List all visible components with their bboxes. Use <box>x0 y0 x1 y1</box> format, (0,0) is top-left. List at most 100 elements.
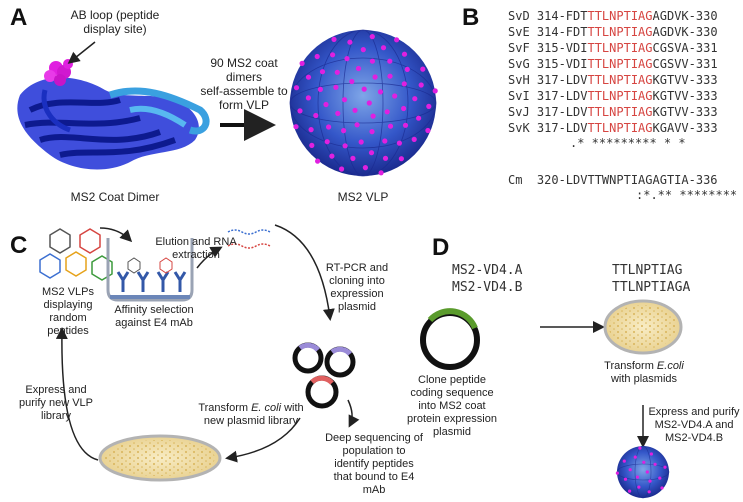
row-suffix: KGAVV-333 <box>652 121 718 135</box>
petri-dish-transform <box>603 299 683 355</box>
peptide-dot <box>420 66 426 72</box>
peptide-dot <box>401 105 407 112</box>
panel-label-a: A <box>10 4 28 31</box>
peptide-dot <box>377 89 384 95</box>
peptide-dot <box>615 471 620 475</box>
row-motif: TTLNPTIAG <box>587 73 653 87</box>
peptide-dot <box>425 127 431 134</box>
row-prefix: SvJ 317-LDV <box>508 105 588 119</box>
express-purify-label: Express and purify MS2-VD4.A and MS2-VD4… <box>648 406 740 444</box>
peptide-dot <box>324 139 330 145</box>
peptide-dot <box>638 446 642 450</box>
peptide-dot <box>369 58 375 64</box>
row-prefix: SvK 317-LDV <box>508 121 588 135</box>
row-prefix: SvI 317-LDV <box>508 89 588 103</box>
peptide-dot <box>384 109 390 115</box>
row-motif: TTLNPTIAG <box>587 105 653 119</box>
consensus-line-1: .* ********* * * <box>570 136 686 150</box>
peptide-dot <box>658 476 662 480</box>
vlp-hexagons <box>39 228 113 281</box>
peptide-dot <box>339 166 345 172</box>
peptide-dot <box>396 140 402 146</box>
peptide-dot <box>297 108 303 114</box>
peptide-dot <box>387 73 393 79</box>
peptide-dot <box>313 112 319 119</box>
peptide-dot <box>653 462 657 466</box>
peptide-dot <box>637 485 641 489</box>
peptide-dot <box>309 142 315 148</box>
peptide-dot <box>333 84 339 90</box>
peptide-dot <box>418 82 424 88</box>
peptide-dot <box>350 155 356 161</box>
affinity-label: Affinity selection against E4 mAb <box>114 304 194 329</box>
alignment-row: SvG 315-VDITTLNPTIAGCGSVV-331 <box>508 56 743 72</box>
peptide-dot <box>426 103 432 109</box>
peptide-dot <box>354 122 360 128</box>
peptide-dot <box>314 53 320 60</box>
peptide-dot <box>649 452 654 456</box>
peptide-dot <box>341 128 347 134</box>
peptide-dot <box>352 107 358 113</box>
coat-dimer-caption: MS2 Coat Dimer <box>70 190 160 204</box>
peptide-dot <box>647 490 651 494</box>
peptide-dot <box>380 45 387 51</box>
alignment-row: SvF 315-VDITTLNPTIAGCGSVA-331 <box>508 40 743 56</box>
peptide-dot <box>335 110 341 116</box>
row-motif: TTLNPTIAG <box>587 89 653 103</box>
peptide-dot <box>308 127 314 133</box>
peptide-dot <box>323 101 329 108</box>
row-motif: TTLNPTIAG <box>587 9 653 23</box>
peptide-dot <box>416 115 422 121</box>
row-suffix: CGSVA-331 <box>652 41 718 55</box>
peptide-dot <box>360 47 366 53</box>
peptide-dot <box>326 124 332 130</box>
peptide-dot <box>401 81 407 87</box>
row-motif: TTLNPTIAG <box>587 57 653 71</box>
peptide-dot <box>361 86 367 92</box>
alignment-row: SvH 317-LDVTTLNPTIAGKGTVV-333 <box>508 72 743 88</box>
row-prefix: SvE 314-FDT <box>508 25 588 39</box>
peptide-dot <box>645 470 649 474</box>
peptide-dot <box>387 123 394 129</box>
peptide-dot <box>341 97 348 103</box>
peptide-dot <box>382 155 389 161</box>
alignment-row: SvI 317-LDVTTLNPTIAGKGTVV-333 <box>508 88 743 104</box>
peptide-dot <box>372 74 378 80</box>
peptide-dot <box>369 129 375 135</box>
peptide-dot <box>329 153 335 159</box>
ab-loop-label: AB loop (peptide display site) <box>70 8 160 36</box>
peptide-dot <box>394 37 400 43</box>
peptide-dot <box>402 122 409 128</box>
peptide-dot <box>342 143 348 149</box>
panel-label-c: C <box>10 232 28 259</box>
peptide-dot <box>315 158 321 164</box>
peptide-dot <box>370 113 376 119</box>
peptide-dot <box>362 165 368 171</box>
peptide-dot <box>305 74 312 80</box>
affinity-well <box>106 238 194 302</box>
row-prefix: SvF 315-VDI <box>508 41 588 55</box>
row-prefix: SvG 315-VDI <box>508 57 588 71</box>
cm-row: Cm 320-LDVTTWNPTIAGAGTIA-336 <box>508 173 718 187</box>
row-suffix: KGTVV-333 <box>652 89 718 103</box>
ab-loop-pointer <box>67 41 96 64</box>
peptide-dot <box>334 69 340 75</box>
transform-library-label: Transform E. coli with new plasmid libra… <box>198 402 304 427</box>
peptide-dot <box>349 78 355 85</box>
coat-dimer-structure <box>17 77 210 170</box>
peptide-dot <box>347 39 353 45</box>
peptide-dot <box>392 93 398 99</box>
petri-dish-library <box>98 434 222 482</box>
peptide-dot <box>331 36 337 43</box>
express-library-label: Express and purify new VLP library <box>19 384 93 422</box>
row-suffix: CGSVV-331 <box>652 57 718 71</box>
peptide-dot <box>628 489 632 493</box>
row-prefix: SvD 314-FDT <box>508 9 588 23</box>
rtpcr-label: RT-PCR and cloning into expression plasm… <box>325 262 389 313</box>
peptide-dot <box>293 85 300 91</box>
panel-label-d: D <box>432 234 450 261</box>
peptide-dot <box>404 66 410 72</box>
peptide-dot <box>358 139 364 145</box>
